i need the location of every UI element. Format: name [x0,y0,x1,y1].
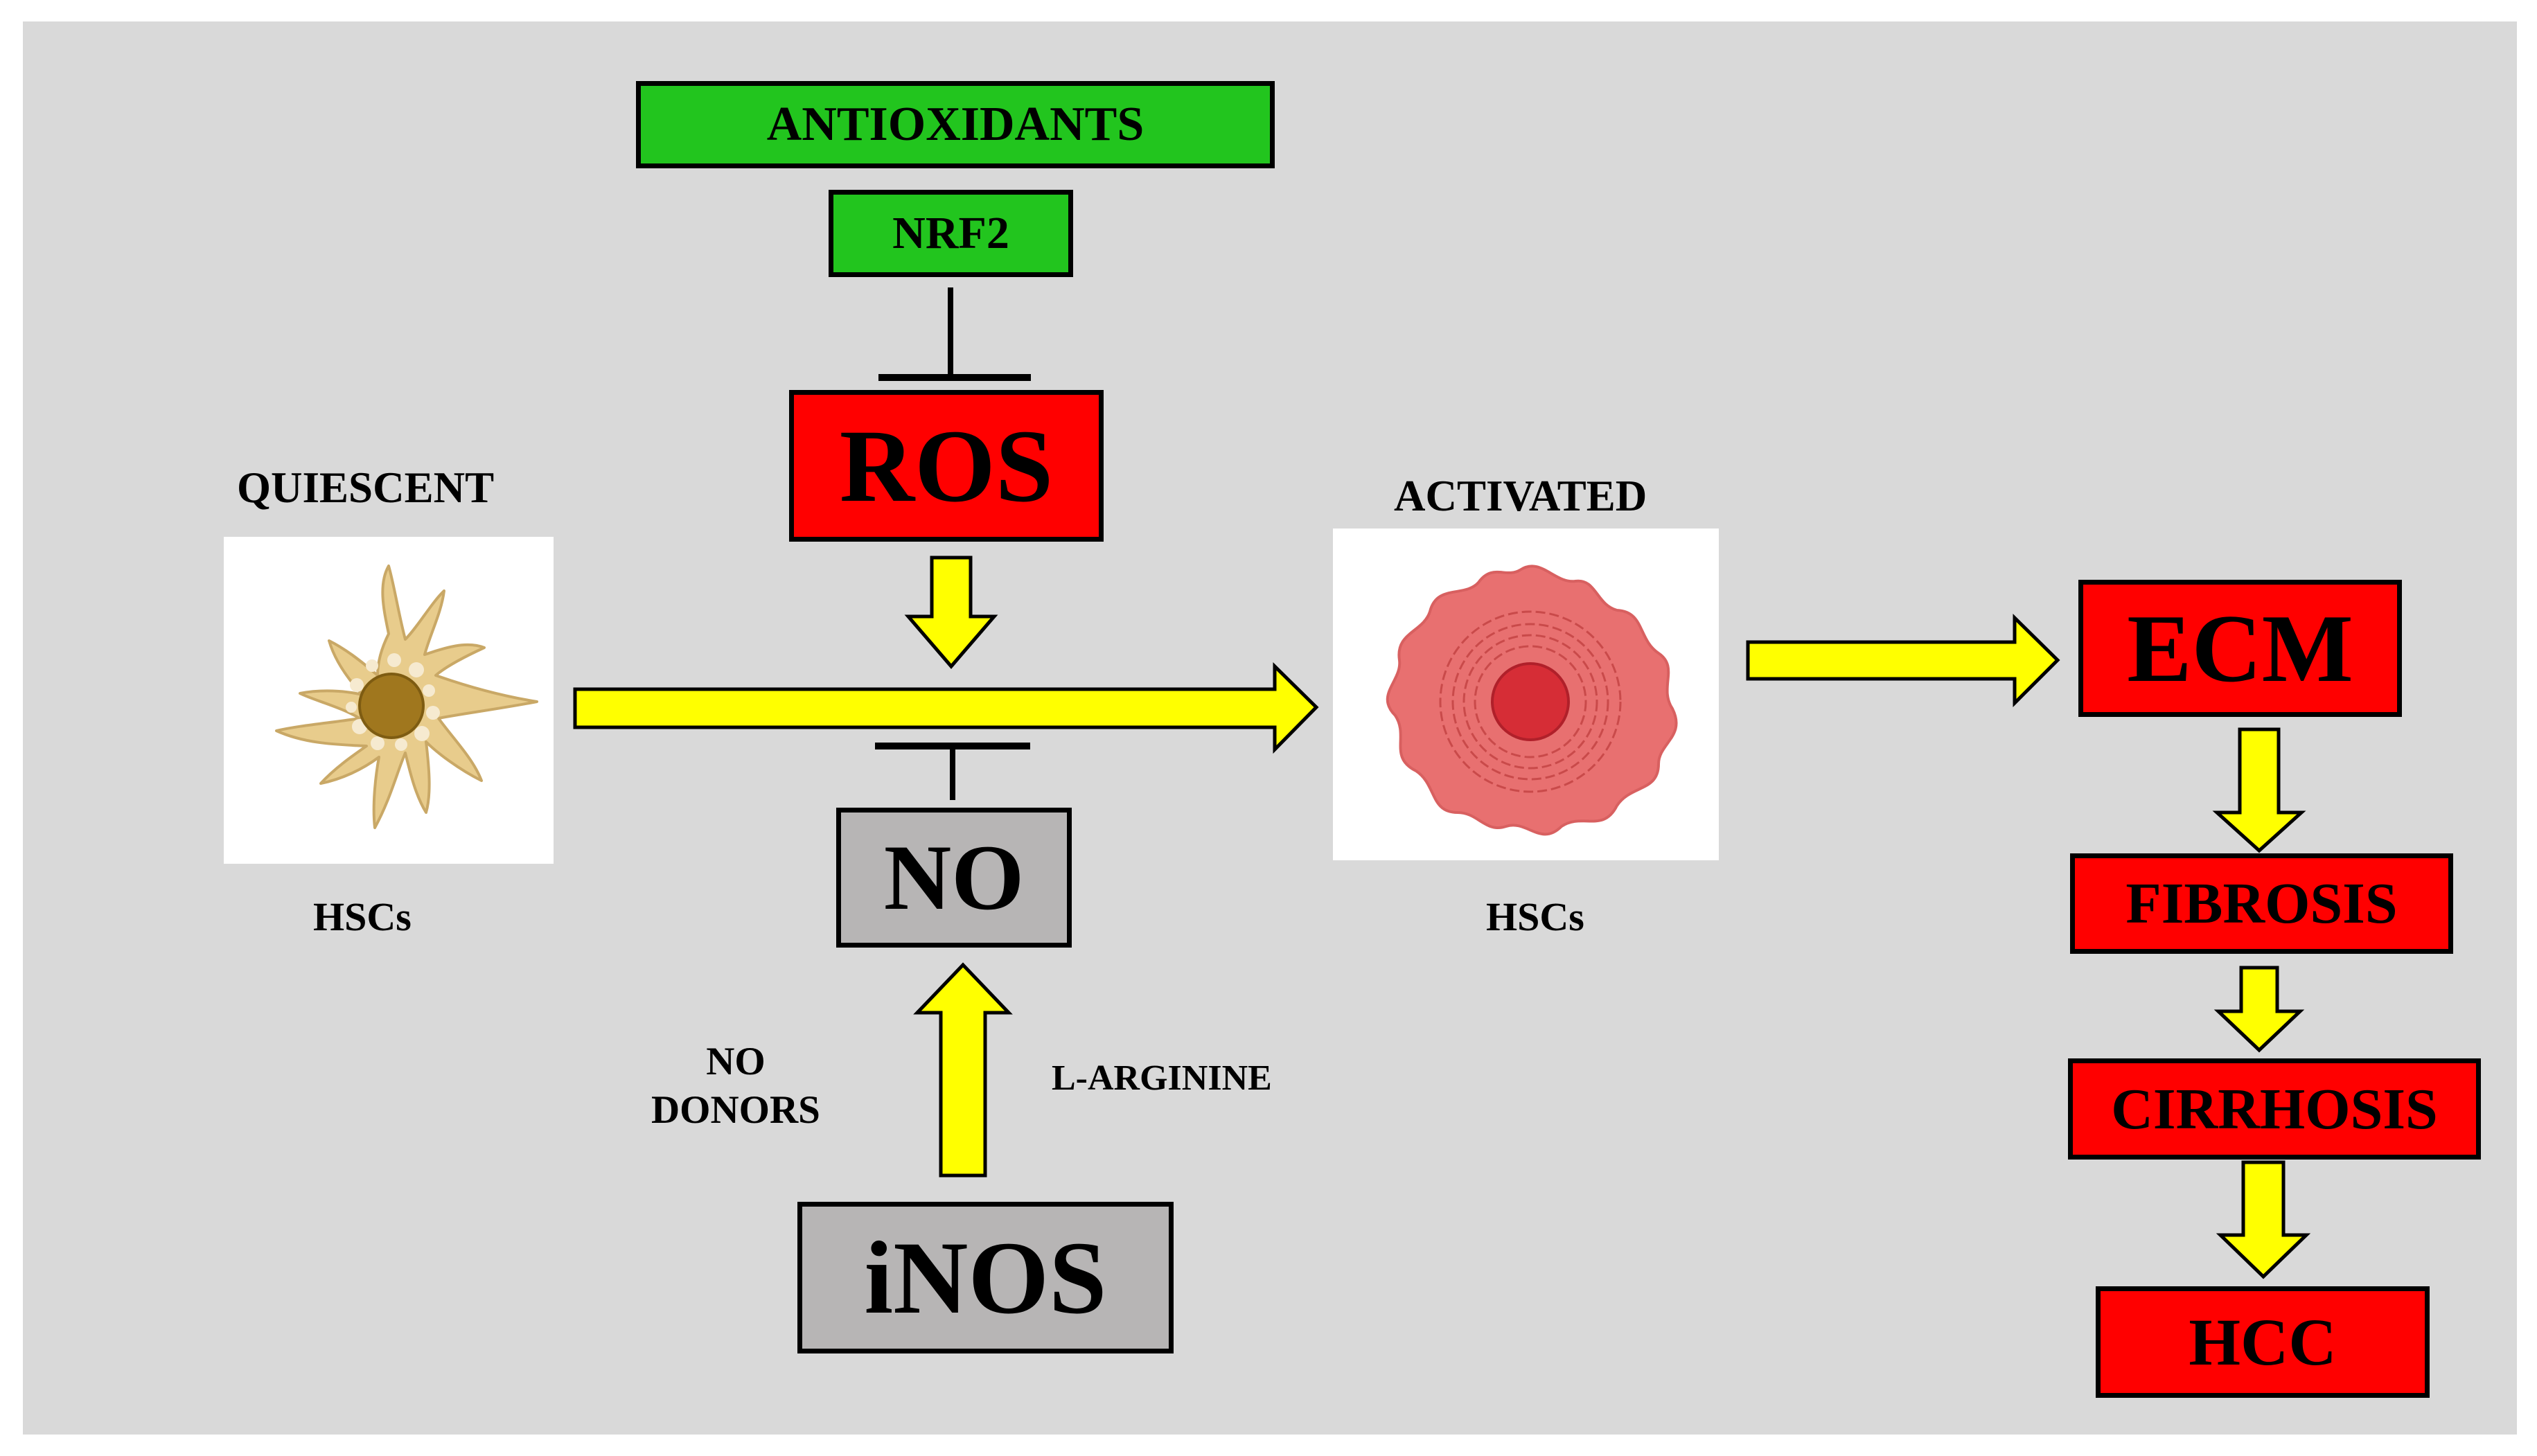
antioxidants-label: ANTIOXIDANTS [766,98,1144,151]
no-box: NO [836,808,1072,948]
nrf2-label: NRF2 [892,208,1009,258]
antioxidants-box: ANTIOXIDANTS [636,81,1275,168]
hscs-left-label: HSCs [313,894,412,939]
nrf2-box: NRF2 [829,190,1073,277]
cirrhosis-to-hcc-arrow [2216,1160,2311,1279]
hcc-label: HCC [2189,1305,2337,1379]
ros-label: ROS [839,408,1054,524]
no-donors-line1: NO [706,1040,766,1083]
activation-arrow [573,662,1319,754]
activated-hsc-panel [1333,529,1719,860]
fibrosis-label: FIBROSIS [2125,871,2398,936]
cirrhosis-box: CIRRHOSIS [2068,1058,2481,1160]
ecm-label: ECM [2127,594,2353,702]
inos-box: iNOS [797,1202,1174,1353]
no-donors-line2: DONORS [651,1088,820,1132]
cirrhosis-label: CIRRHOSIS [2111,1076,2438,1142]
ros-down-arrow [904,556,998,669]
inos-up-arrow [913,962,1013,1178]
no-label: NO [883,826,1025,930]
fibrosis-box: FIBROSIS [2070,853,2453,954]
activated-hsc-icon [1386,565,1678,836]
no-inhibits-activation-connector [875,743,1030,800]
activated-label: ACTIVATED [1394,472,1647,520]
hscs-right-label: HSCs [1486,894,1584,939]
ecm-to-fibrosis-arrow [2212,727,2306,853]
nrf2-inhibits-ros-connector [878,287,1031,381]
l-arginine-label: L-ARGININE [1052,1058,1272,1098]
hsc-to-ecm-arrow [1746,614,2060,708]
quiescent-hsc-icon [275,565,538,829]
ecm-box: ECM [2078,580,2402,717]
ros-box: ROS [789,390,1104,542]
quiescent-label: QUIESCENT [237,463,495,512]
quiescent-hsc-panel [224,537,554,864]
no-donors-label: NO DONORS [651,1038,820,1135]
fibrosis-to-cirrhosis-arrow [2213,966,2305,1053]
inos-label: iNOS [864,1220,1107,1335]
hcc-box: HCC [2096,1286,2430,1398]
